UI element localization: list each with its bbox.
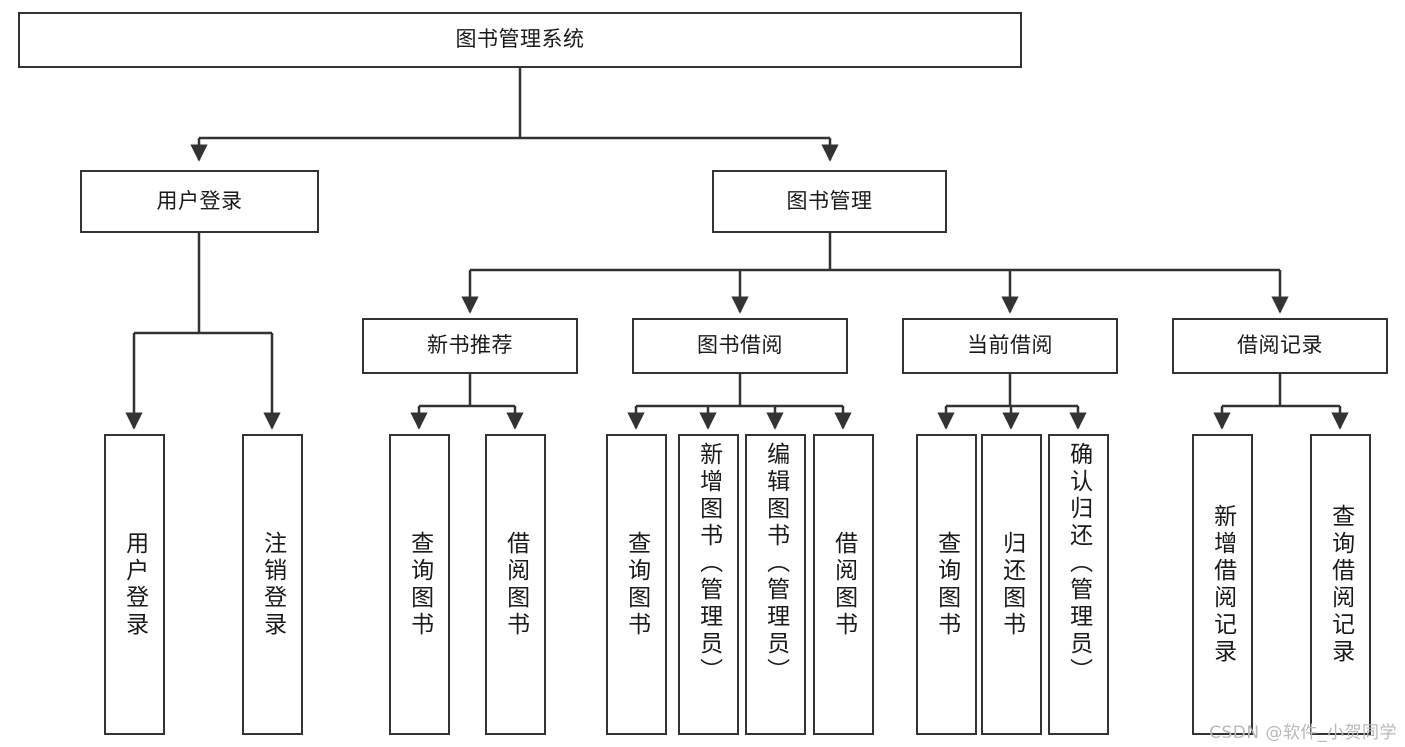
node-leaf-user-login[interactable]: 用户登录 xyxy=(104,434,165,735)
node-borrow-record-label: 借阅记录 xyxy=(1237,333,1323,358)
node-leaf-query-book-3[interactable]: 查询图书 xyxy=(916,434,977,735)
node-leaf-add-book[interactable]: 新增图书（管理员） xyxy=(678,434,739,735)
node-root[interactable]: 图书管理系统 xyxy=(18,12,1022,68)
node-leaf-edit-book-label: 编辑图书（管理员） xyxy=(762,442,789,685)
node-user-login-label: 用户登录 xyxy=(156,188,243,213)
node-leaf-query-book-1-label: 查询图书 xyxy=(406,530,433,639)
node-book-manage-label: 图书管理 xyxy=(786,188,873,213)
node-user-login[interactable]: 用户登录 xyxy=(80,170,319,233)
node-leaf-edit-book[interactable]: 编辑图书（管理员） xyxy=(745,434,806,735)
node-leaf-logout-login[interactable]: 注销登录 xyxy=(242,434,303,735)
node-leaf-borrow-book-1[interactable]: 借阅图书 xyxy=(485,434,546,735)
node-book-manage[interactable]: 图书管理 xyxy=(712,170,947,233)
watermark: CSDN @软件_小贺同学 xyxy=(1209,723,1397,743)
node-leaf-return-book-label: 归还图书 xyxy=(998,530,1025,639)
node-leaf-add-record[interactable]: 新增借阅记录 xyxy=(1192,434,1253,735)
node-leaf-confirm-return-label: 确认归还（管理员） xyxy=(1065,442,1092,685)
node-current-borrow[interactable]: 当前借阅 xyxy=(902,318,1118,374)
node-borrow-record[interactable]: 借阅记录 xyxy=(1172,318,1388,374)
node-new-book-recommend-label: 新书推荐 xyxy=(427,333,513,358)
node-leaf-borrow-book-1-label: 借阅图书 xyxy=(502,530,529,639)
node-leaf-query-book-3-label: 查询图书 xyxy=(933,530,960,639)
node-leaf-query-book-1[interactable]: 查询图书 xyxy=(389,434,450,735)
node-new-book-recommend[interactable]: 新书推荐 xyxy=(362,318,578,374)
node-book-borrow-label: 图书借阅 xyxy=(697,333,783,358)
node-book-borrow[interactable]: 图书借阅 xyxy=(632,318,848,374)
node-root-label: 图书管理系统 xyxy=(455,27,585,52)
node-leaf-query-record-label: 查询借阅记录 xyxy=(1327,503,1354,666)
node-leaf-borrow-book-2[interactable]: 借阅图书 xyxy=(813,434,874,735)
node-leaf-query-book-2-label: 查询图书 xyxy=(623,530,650,639)
node-leaf-return-book[interactable]: 归还图书 xyxy=(981,434,1042,735)
node-leaf-user-login-label: 用户登录 xyxy=(121,530,148,639)
node-leaf-confirm-return[interactable]: 确认归还（管理员） xyxy=(1048,434,1109,735)
node-leaf-logout-login-label: 注销登录 xyxy=(259,530,286,639)
node-leaf-query-record[interactable]: 查询借阅记录 xyxy=(1310,434,1371,735)
node-leaf-borrow-book-2-label: 借阅图书 xyxy=(830,530,857,639)
node-leaf-query-book-2[interactable]: 查询图书 xyxy=(606,434,667,735)
node-leaf-add-record-label: 新增借阅记录 xyxy=(1209,503,1236,666)
node-leaf-add-book-label: 新增图书（管理员） xyxy=(695,442,722,685)
node-current-borrow-label: 当前借阅 xyxy=(967,333,1053,358)
